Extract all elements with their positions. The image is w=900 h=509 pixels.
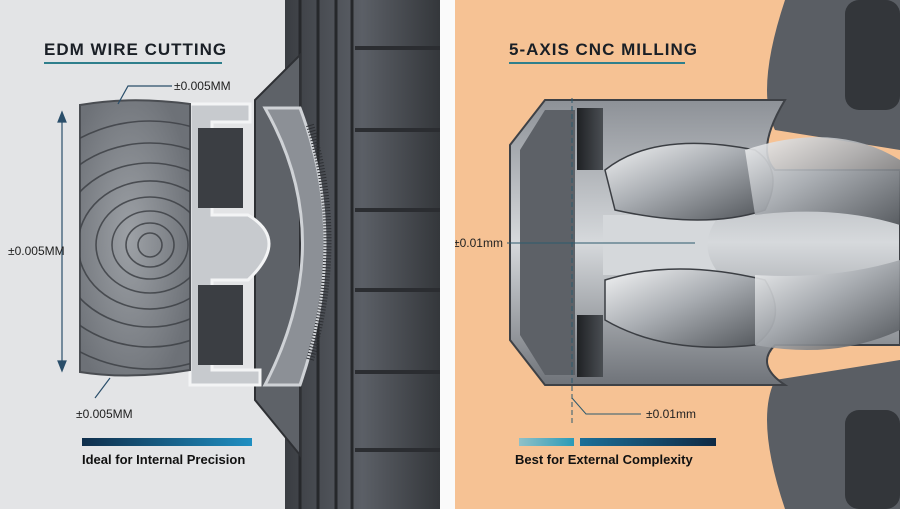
- spiral-texture: [80, 120, 190, 370]
- cnc-caption: Best for External Complexity: [515, 452, 693, 467]
- edm-title-underline: [44, 62, 222, 64]
- edm-dim-top: ±0.005MM: [174, 79, 231, 93]
- cnc-housing: [767, 0, 900, 509]
- slot-lower: [577, 315, 603, 377]
- cnc-illustration: [507, 0, 900, 509]
- panel-divider: [440, 0, 455, 509]
- edm-dim-bottom: ±0.005MM: [76, 407, 133, 421]
- cnc-title-underline: [509, 62, 685, 64]
- center-channel: [603, 215, 720, 275]
- edm-dim-side: ±0.005MM: [8, 244, 65, 258]
- edm-title: EDM WIRE CUTTING: [44, 40, 228, 59]
- lobe-right-upper: [745, 137, 900, 225]
- edm-illustration: [57, 0, 440, 509]
- edm-caption: Ideal for Internal Precision: [82, 452, 246, 467]
- edm-panel: EDM WIRE CUTTING ±0.005MM ±0.005MM ±0.00…: [0, 0, 440, 509]
- machine-horizontal-grooves: [355, 46, 440, 452]
- lobe-right-lower: [755, 260, 900, 350]
- lower-slot: [198, 285, 243, 365]
- cnc-dim-bottom: ±0.01mm: [646, 407, 696, 421]
- slot-upper: [577, 108, 603, 170]
- cnc-gradient-bar: [519, 438, 716, 446]
- edm-dimension-lines: [57, 85, 172, 399]
- coupling-knurl: [306, 123, 332, 362]
- cnc-dimension-lines: [507, 98, 695, 425]
- housing-pocket-top: [845, 0, 900, 110]
- workpiece-block: [79, 99, 191, 377]
- housing-pocket-bottom: [845, 410, 900, 509]
- edm-gradient-bar: [82, 438, 252, 446]
- upper-slot: [198, 128, 243, 208]
- cnc-panel: 5-AXIS CNC MILLING ±0.01mm ±0.01mm Best …: [455, 0, 900, 509]
- cnc-dim-side: ±0.01mm: [455, 236, 503, 250]
- cnc-title: 5-AXIS CNC MILLING: [509, 40, 698, 59]
